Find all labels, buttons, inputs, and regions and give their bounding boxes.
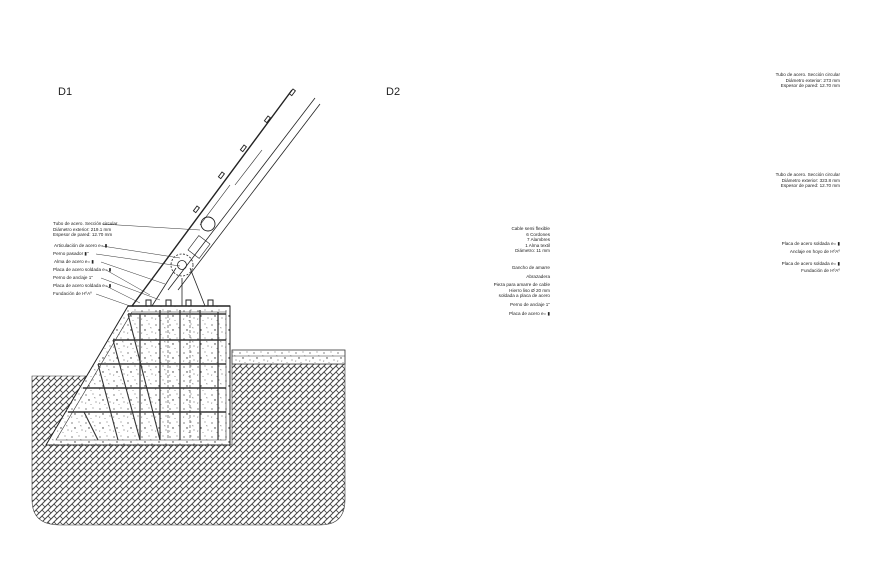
annotation-line: Pieza para amarre de cable (493, 282, 550, 287)
annotation-line: Cable semi flexible (511, 226, 550, 231)
annotation-line: 1 Alma textil (525, 242, 550, 248)
annotation-welded-plate-1: Placa de acero soldada e= ▮ (53, 267, 112, 272)
annotation-line: Espesor de pared: 12.70 mm (780, 183, 840, 189)
drawing-title-d2: D2 (386, 86, 401, 98)
annotation-line: Diámetro: 11 mm (515, 248, 550, 254)
annotation-line: Tubo de acero. Sección circular (775, 172, 840, 177)
annotation-line: Hierro liso Ø 20 mm (509, 287, 550, 293)
annotation-tube-273: Tubo de acero. Sección circular Diámetro… (755, 72, 840, 89)
annotation-tube-323: Tubo de acero. Sección circular Diámetro… (755, 172, 840, 189)
annotation-anchor-hole: Anclaje en hoyo de HºAº (789, 249, 840, 254)
annotation-line: Diámetro exterior: 323.8 mm (781, 177, 840, 183)
annotation-line: Tubo de acero. Sección circular (53, 221, 118, 226)
annotation-hook: Gancho de amarre (511, 265, 550, 270)
annotation-tube-d1: Tubo de acero. Sección circular Diámetro… (53, 221, 117, 238)
drawing-d1 (31, 88, 346, 526)
annotation-welded-plate-d2-2: Placa de acero soldada e= ▮ (781, 261, 840, 266)
annotation-line: Tubo de acero. Sección circular (775, 72, 840, 77)
annotation-line: Diámetro exterior: 273 mm (785, 77, 840, 83)
annotation-cable: Cable semi flexible 6 Cordones 7 Alambre… (500, 226, 550, 254)
annotation-pin-bolt: Perno pasador ▮" (53, 251, 89, 256)
annotation-hinge: Articulación de acero e= ▮ (54, 243, 108, 248)
annotation-line: Espesor de pared: 12.70 mm (53, 232, 113, 238)
annotation-welded-plate-2: Placa de acero soldada e= ▮ (53, 283, 112, 288)
annotation-cable-tie-piece: Pieza para amarre de cable Hierro liso Ø… (480, 282, 550, 299)
annotation-foundation-d1: Fundación de HºAº (53, 291, 92, 296)
annotation-line: Diámetro exterior: 219.1 mm (53, 226, 112, 232)
drawing-title-d1: D1 (58, 86, 73, 98)
annotation-anchor-bolt-d1: Perno de anclaje 1" (53, 275, 93, 280)
annotation-welded-plate-d2-1: Placa de acero soldada e= ▮ (781, 241, 840, 246)
annotation-clamp: Abrazadera (526, 274, 550, 279)
annotation-steel-plate-d2: Placa de acero e= ▮ (509, 311, 550, 316)
annotation-line: soldada a placa de acero (498, 293, 550, 299)
annotation-line: Espesor de pared: 12.70 mm (780, 83, 840, 89)
annotation-line: 6 Cordones (526, 231, 550, 237)
annotation-anchor-bolt-d2: Perno de anclaje 1" (510, 302, 550, 307)
annotation-line: 7 Alambres (527, 237, 550, 243)
annotation-foundation-d2: Fundación de HºAº (801, 268, 840, 273)
annotation-web: Alma de acero e= ▮ (54, 259, 94, 264)
